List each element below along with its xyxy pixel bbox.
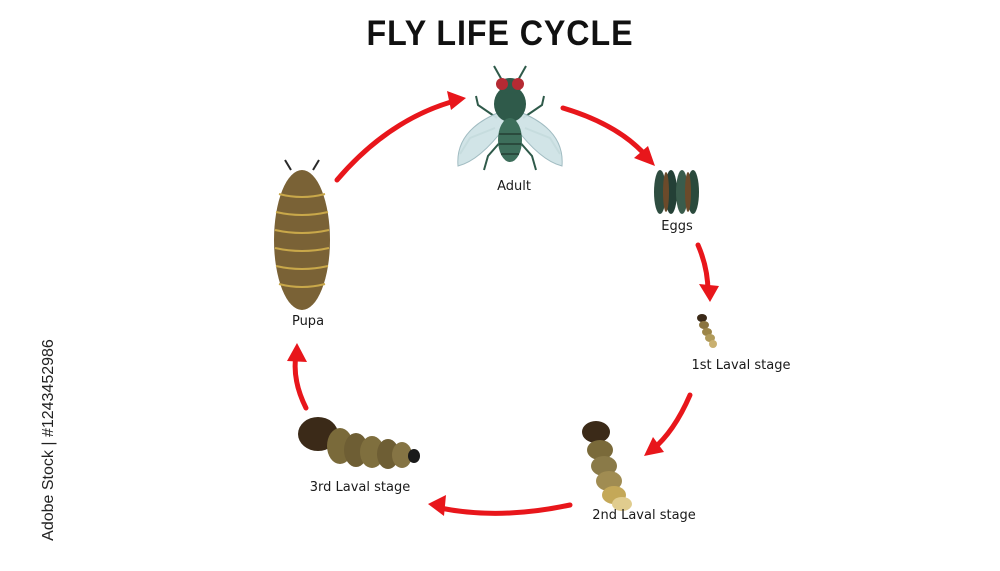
larva-2-illustration xyxy=(582,421,632,511)
adult-fly-illustration xyxy=(457,65,563,171)
arrow-larva1-to-larva2-head xyxy=(644,437,664,456)
arrow-adult-to-eggs xyxy=(560,105,651,161)
stage-label-eggs: Eggs xyxy=(661,219,693,234)
arrow-eggs-to-larva1-head xyxy=(699,284,719,302)
larva-3-illustration xyxy=(298,417,420,469)
larva-1-illustration xyxy=(697,314,717,348)
arrow-larva3-to-pupa-head xyxy=(287,343,307,362)
arrow-larva2-to-larva3-head xyxy=(428,495,446,516)
diagram-title: FLY LIFE CYCLE xyxy=(366,14,634,53)
stage-label-larva-3: 3rd Laval stage xyxy=(309,480,411,495)
stage-label-larva-2: 2nd Laval stage xyxy=(592,508,696,523)
stage-label-larva-1: 1st Laval stage xyxy=(691,358,791,373)
arrow-adult-to-eggs-head xyxy=(634,146,655,166)
arrow-pupa-to-adult-head xyxy=(447,91,466,110)
arrow-larva2-to-larva3 xyxy=(437,502,573,516)
pupa-illustration xyxy=(274,159,330,310)
arrow-larva3-to-pupa xyxy=(292,352,309,411)
stage-label-adult: Adult xyxy=(497,179,531,194)
side-credit-text: Adobe Stock | #1243452986 xyxy=(40,339,57,541)
arrow-larva1-to-larva2 xyxy=(649,392,693,453)
eggs-illustration xyxy=(654,170,699,214)
arrow-pupa-to-adult xyxy=(334,97,461,183)
stage-label-pupa: Pupa xyxy=(291,314,325,329)
